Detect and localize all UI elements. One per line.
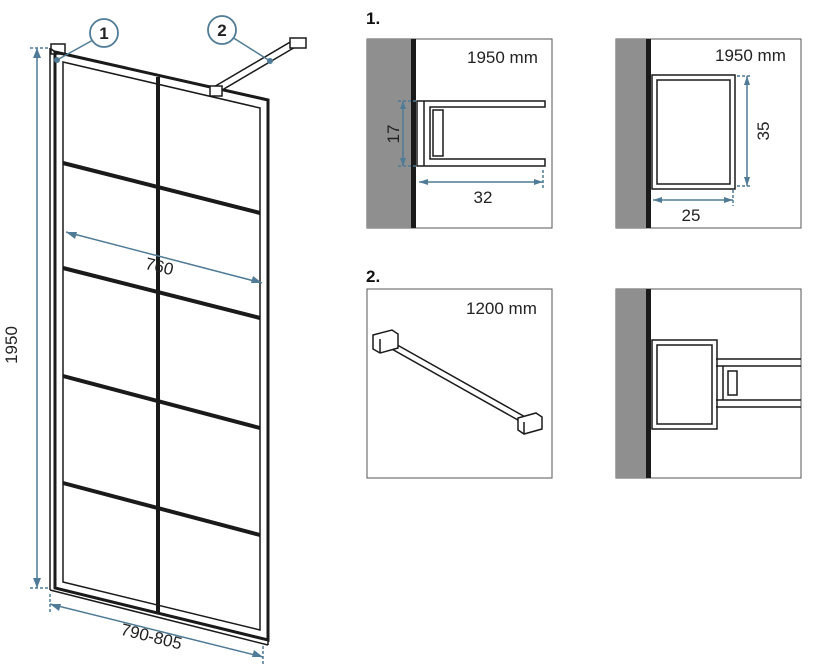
panel-outer-frame xyxy=(53,50,270,642)
detail-b-length-label: 1950 mm xyxy=(715,46,786,65)
callout-1: 1 xyxy=(54,18,119,63)
shower-panel-view: 1950 760 790-805 1 2 xyxy=(2,15,307,664)
detail-c-frame xyxy=(366,288,553,479)
detail-a-length-label: 1950 mm xyxy=(467,48,538,67)
detail-profile-b: 35 25 1950 mm xyxy=(615,38,802,229)
detail-b-height-label: 35 xyxy=(754,122,773,141)
section-1-heading: 1. xyxy=(366,9,380,28)
callout-2: 2 xyxy=(207,15,273,64)
stabilizer-bar-main xyxy=(209,37,307,97)
outer-width-dimension xyxy=(49,594,264,664)
panel-inner-frame xyxy=(62,61,261,631)
detail-bar-connection xyxy=(615,288,802,479)
height-dimension-label: 1950 xyxy=(2,326,21,364)
detail-d-wall xyxy=(616,289,647,478)
detail-a-wall xyxy=(367,39,412,228)
callout-2-label: 2 xyxy=(217,21,226,40)
panel-transoms xyxy=(62,161,261,537)
detail-stabilizer-bar: 1200 mm xyxy=(366,288,553,479)
section-2-heading: 2. xyxy=(366,267,380,286)
detail-profile-a: 17 32 1950 mm xyxy=(366,38,553,229)
detail-b-wall xyxy=(616,39,647,228)
height-dimension xyxy=(30,47,50,589)
callout-1-label: 1 xyxy=(99,24,108,43)
detail-a-height-label: 17 xyxy=(384,125,403,144)
detail-c-length-label: 1200 mm xyxy=(466,299,537,318)
inner-width-dimension xyxy=(65,231,263,284)
detail-a-width-label: 32 xyxy=(474,188,493,207)
detail-b-width-label: 25 xyxy=(682,206,701,225)
outer-width-dimension-label: 790-805 xyxy=(119,620,184,654)
inner-width-dimension-label: 760 xyxy=(143,254,175,279)
